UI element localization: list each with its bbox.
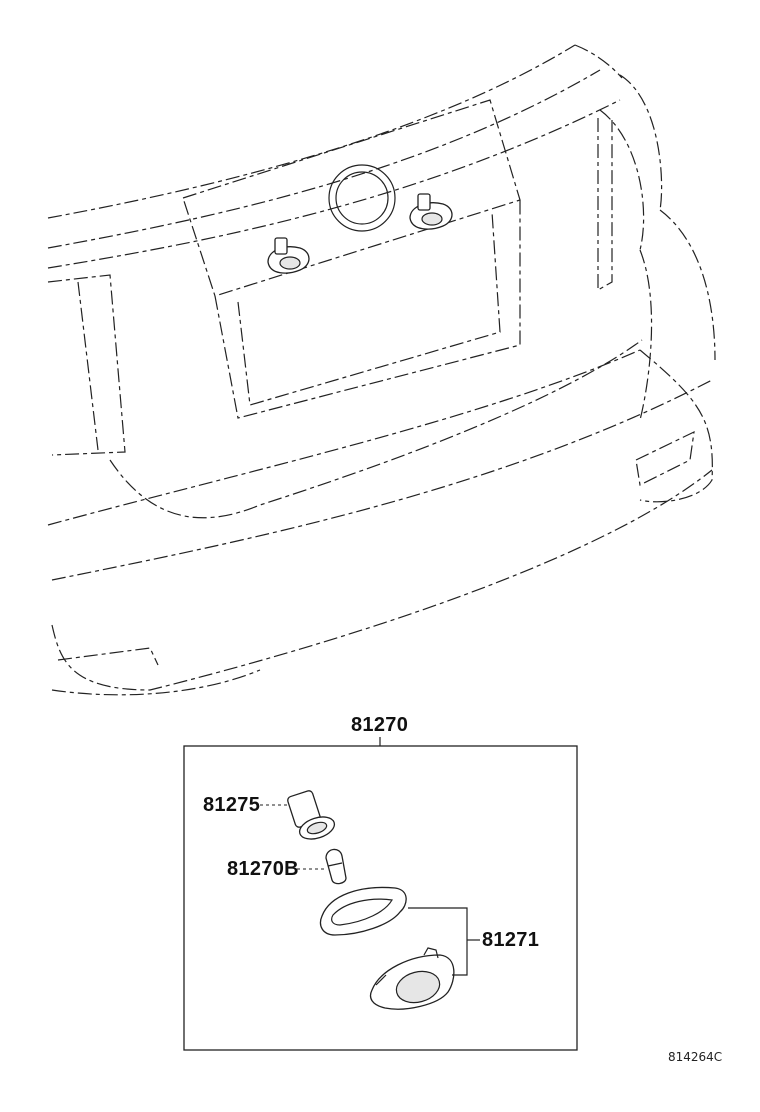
vehicle-rear-outline [47,44,716,696]
lamp-on-vehicle-left [267,237,310,274]
socket-part [260,790,336,840]
assembly-part-number: 81270 [351,714,409,736]
figure-id: 814264C [668,1050,723,1064]
lens-part-number: 81271 [482,929,540,951]
socket-part-number: 81275 [203,794,261,816]
bulb-part [297,848,347,885]
lens-leader [408,907,480,976]
bulb-part-number: 81270B [227,858,299,880]
lens-part [369,947,455,1010]
gasket-part [319,886,407,936]
lamp-on-vehicle-right [409,193,453,230]
